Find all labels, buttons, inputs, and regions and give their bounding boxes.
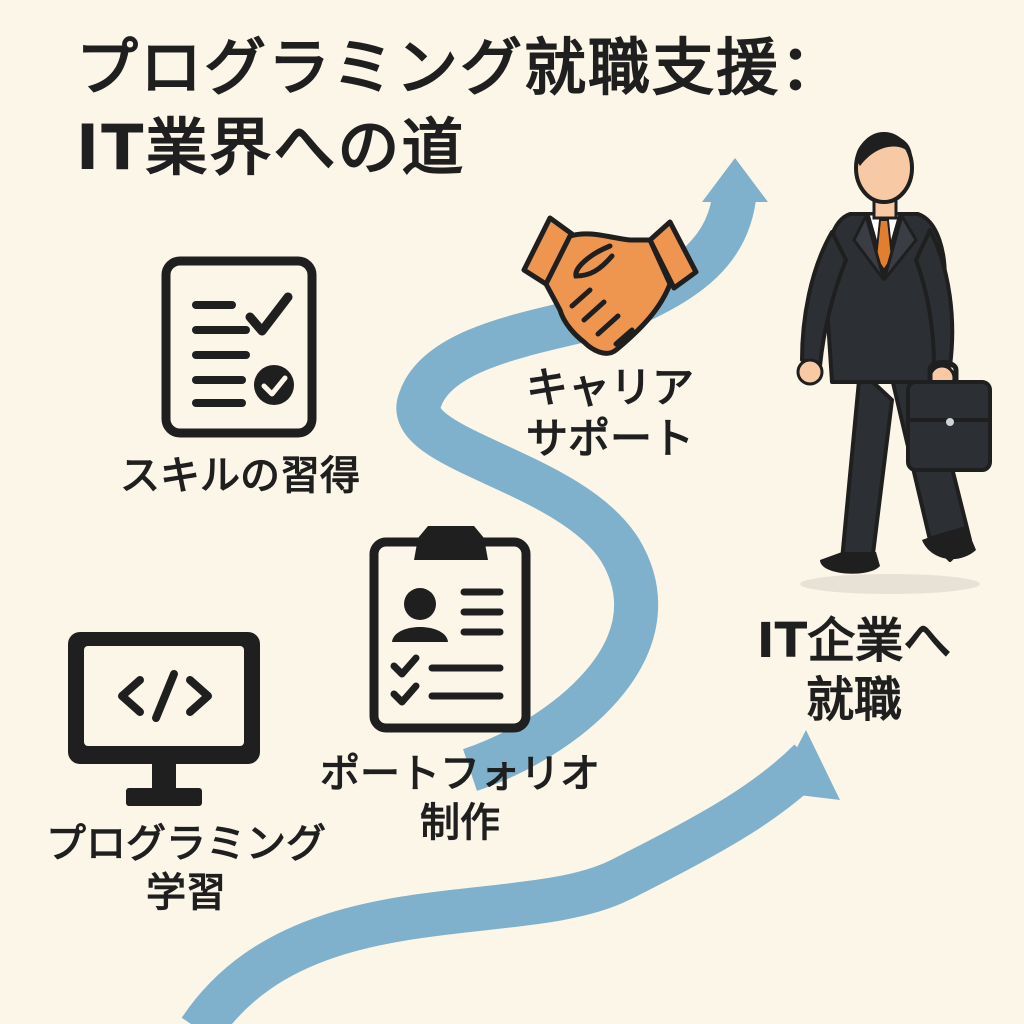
handshake-icon (521, 215, 699, 356)
page-title: プログラミング就職支援： IT業界への道 (76, 28, 844, 188)
clipboard-profile-icon (369, 526, 531, 733)
step-label-skill: スキルの習得 (120, 453, 360, 499)
step-label-career-support: キャリア サポート (525, 363, 694, 464)
title-line-1: プログラミング就職支援： (76, 31, 845, 104)
step-label-portfolio: ポートフォリオ 制作 (320, 751, 600, 846)
businessman-briefcase-icon (796, 132, 992, 594)
lower-path-arrow (181, 730, 840, 1024)
title-line-2: IT業界への道 (76, 111, 466, 184)
monitor-code-icon (68, 632, 260, 806)
step-label-programming: プログラミング 学習 (46, 821, 326, 916)
goal-label: IT企業へ 就職 (756, 613, 952, 728)
checklist-document-icon (161, 256, 317, 438)
